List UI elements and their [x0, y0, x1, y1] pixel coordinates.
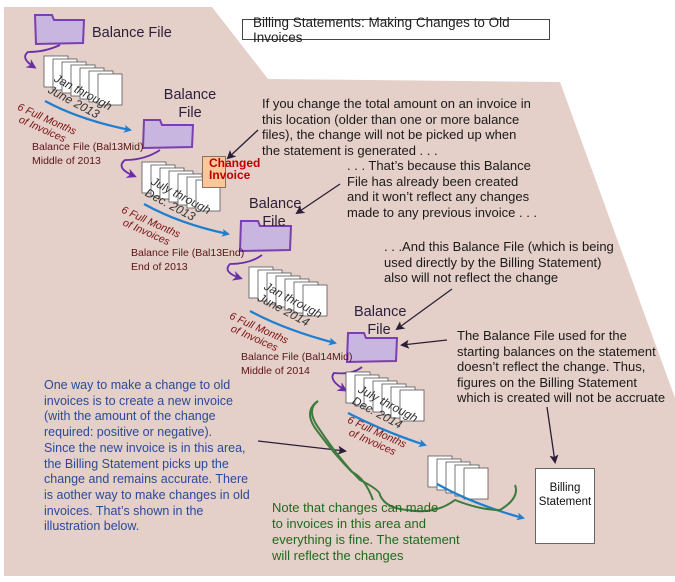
- curve-arrow: [226, 254, 263, 281]
- green-callout-tail: [309, 400, 374, 501]
- pointer-arrow: [295, 183, 341, 215]
- flow-arrow: [143, 203, 230, 237]
- flow-arrow: [44, 100, 132, 133]
- flow-arrow: [347, 412, 427, 447]
- background-shape: [4, 7, 675, 576]
- balance-file-caption: Balance File (Bal13End) End of 2013: [131, 247, 245, 273]
- flow-arrow: [436, 483, 525, 521]
- invoice-stack: [345, 371, 425, 422]
- changed-invoice-label: Changed Invoice: [209, 156, 261, 182]
- note-if-change: If you change the total amount on an inv…: [262, 96, 531, 158]
- pointer-arrow: [226, 129, 259, 160]
- curve-arrow: [120, 149, 161, 178]
- invoice-stack: [427, 455, 489, 500]
- invoice-stack: [43, 55, 123, 106]
- curve-arrow: [24, 44, 61, 69]
- balance-file-caption: Balance File (Bal14Mid) Middle of 2014: [241, 351, 353, 377]
- balance-file-label: Balance File: [163, 87, 217, 121]
- curve-arrow: [331, 366, 363, 392]
- note-and-this: . . .And this Balance File (which is bei…: [384, 239, 614, 285]
- folder-icon: [238, 220, 293, 253]
- balance-file-label: Balance File: [249, 196, 302, 230]
- invoice-page: [463, 467, 489, 500]
- invoice-page: [302, 284, 328, 317]
- folder-icon: [33, 14, 86, 46]
- invoice-stack: [141, 161, 221, 212]
- balance-file-label: Balance File: [354, 304, 407, 338]
- note-starting-balances: The Balance File used for the starting b…: [457, 328, 666, 405]
- invoice-stack: [248, 266, 328, 317]
- flow-arrow: [249, 310, 337, 346]
- pointer-arrow: [400, 339, 448, 349]
- note-one-way: One way to make a change to old invoices…: [44, 378, 250, 534]
- folder-icon: [141, 119, 195, 150]
- diagram-title: Billing Statements: Making Changes to Ol…: [242, 15, 550, 45]
- billing-statement: Billing Statement: [535, 468, 595, 544]
- pointer-arrow: [546, 406, 559, 464]
- invoice-page: [399, 389, 425, 422]
- note-green: Note that changes can made to invoices i…: [272, 500, 460, 563]
- invoice-page: [97, 73, 123, 106]
- green-callout-curve: [311, 400, 517, 513]
- note-because: . . . That’s because this Balance File h…: [347, 158, 538, 220]
- balance-file-caption: Balance File (Bal13Mid) Middle of 2013: [32, 141, 144, 167]
- folder-icon: [345, 332, 399, 364]
- changed-invoice: [202, 156, 226, 188]
- balance-file-label: Balance File: [92, 25, 172, 41]
- pointer-arrow: [395, 288, 453, 331]
